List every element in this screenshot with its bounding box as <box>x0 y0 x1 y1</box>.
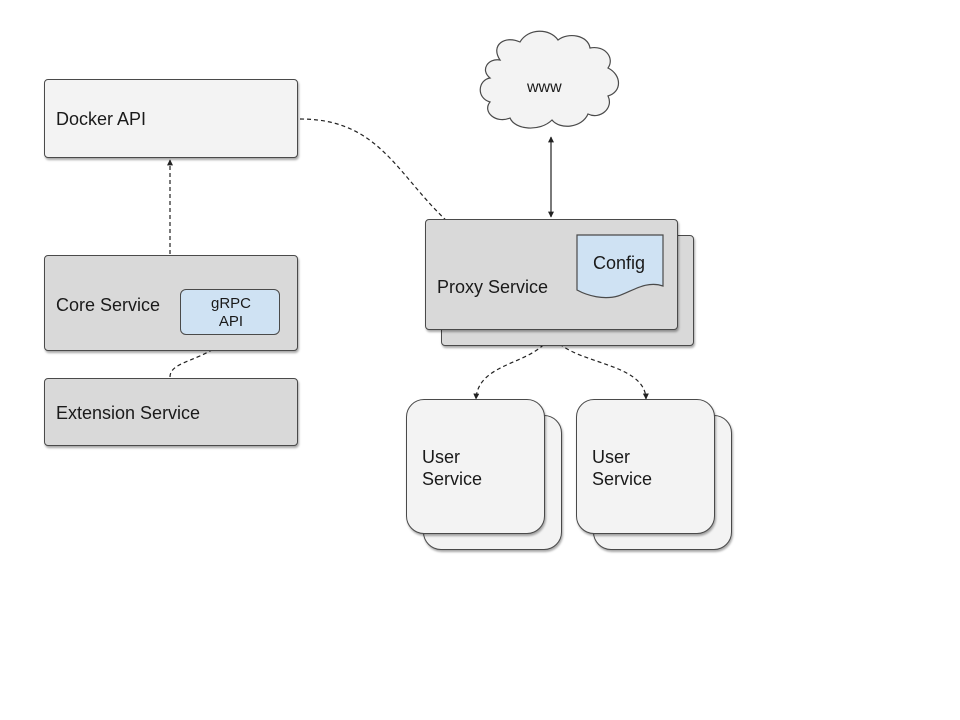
grpc-label-line-2: API <box>218 313 244 330</box>
www-cloud-shape <box>479 30 620 129</box>
grpc-api-label: gRPC API <box>181 295 281 331</box>
user-service-2-line-1: User <box>592 447 631 467</box>
user-service-2-line-2: Service <box>592 469 653 489</box>
config-label: Config <box>593 253 646 273</box>
extension-service-box[interactable]: Extension Service <box>44 378 298 446</box>
user-service-1-box[interactable]: User Service <box>406 399 545 534</box>
docker-api-box[interactable]: Docker API <box>44 79 298 158</box>
user-service-2-label: User Service <box>592 446 652 490</box>
config-document-shape[interactable] <box>576 234 666 304</box>
extension-service-label: Extension Service <box>56 403 201 423</box>
core-service-label: Core Service <box>56 295 161 315</box>
proxy-service-label: Proxy Service <box>437 277 549 297</box>
user-service-1-label: User Service <box>422 446 482 490</box>
user-service-1-line-1: User <box>422 447 461 467</box>
docker-api-label: Docker API <box>56 109 147 129</box>
grpc-api-box[interactable]: gRPC API <box>180 289 280 335</box>
grpc-label-line-1: gRPC <box>210 295 251 312</box>
user-service-2-box[interactable]: User Service <box>576 399 715 534</box>
www-label: www <box>527 79 562 96</box>
core-service-box[interactable]: Core Service <box>44 255 298 351</box>
proxy-to-user2-connector <box>550 332 649 400</box>
user-service-1-line-2: Service <box>422 469 483 489</box>
